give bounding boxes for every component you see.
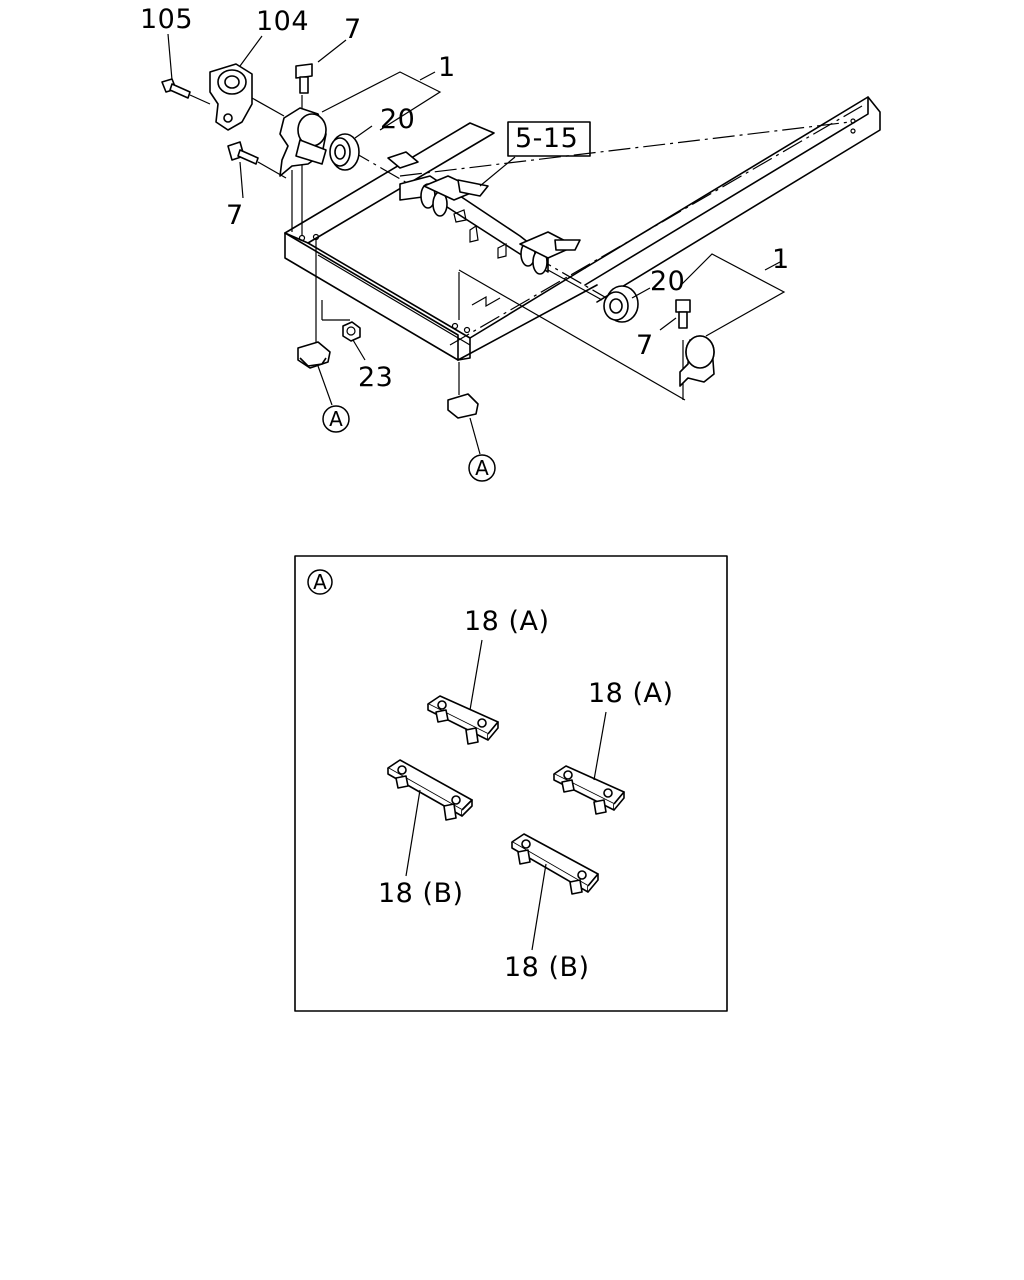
- ref-circle-a-left: [322, 405, 350, 433]
- plate-18b-2: [511, 833, 599, 895]
- detail-ref-label: A: [313, 570, 327, 594]
- ref-a-left-label: A: [329, 407, 343, 431]
- callout-5-15: 5-15: [515, 123, 578, 154]
- detail-label-18a-top: 18 (A): [464, 606, 549, 637]
- ref-circle-a-mid: [468, 454, 496, 482]
- callout-20-right: 20: [650, 266, 685, 297]
- mount-right: [679, 335, 715, 387]
- bolt-105: [161, 78, 211, 105]
- bushing-20-top: [329, 133, 360, 171]
- detail-box-a: A: [294, 555, 728, 1012]
- detail-label-18a-right: 18 (A): [588, 678, 673, 709]
- callout-20-top: 20: [380, 104, 415, 135]
- nut-23: [342, 321, 361, 342]
- detail-label-18b-bottom: 18 (B): [504, 952, 590, 983]
- bracket-104: [209, 63, 285, 131]
- ref-a-mid-label: A: [475, 456, 489, 480]
- bushing-20-right: [547, 269, 639, 323]
- bolt-7-top: [295, 63, 313, 94]
- clamp-left: [297, 341, 331, 369]
- callout-23: 23: [358, 362, 393, 393]
- callout-7-right: 7: [636, 330, 654, 361]
- plate-18b-1: [387, 759, 473, 821]
- frame-assembly: [284, 95, 881, 401]
- bolt-7-right: [675, 299, 691, 329]
- plate-18a-2: [553, 765, 625, 815]
- detail-ref-circle: [307, 569, 333, 595]
- bolt-7-left: [227, 141, 287, 179]
- ref-box-5-15: [507, 121, 591, 157]
- callout-1-top: 1: [438, 52, 456, 83]
- detail-label-18b-left: 18 (B): [378, 878, 464, 909]
- mount-left-upper: [279, 107, 327, 177]
- callout-leaders: [167, 33, 786, 455]
- clamp-mid: [447, 393, 479, 419]
- callout-7-top: 7: [344, 14, 362, 45]
- callout-104: 104: [256, 6, 309, 37]
- plate-18a-1: [427, 695, 499, 745]
- callout-1-right: 1: [772, 244, 790, 275]
- callout-105: 105: [140, 4, 193, 35]
- callout-7-left: 7: [226, 200, 244, 231]
